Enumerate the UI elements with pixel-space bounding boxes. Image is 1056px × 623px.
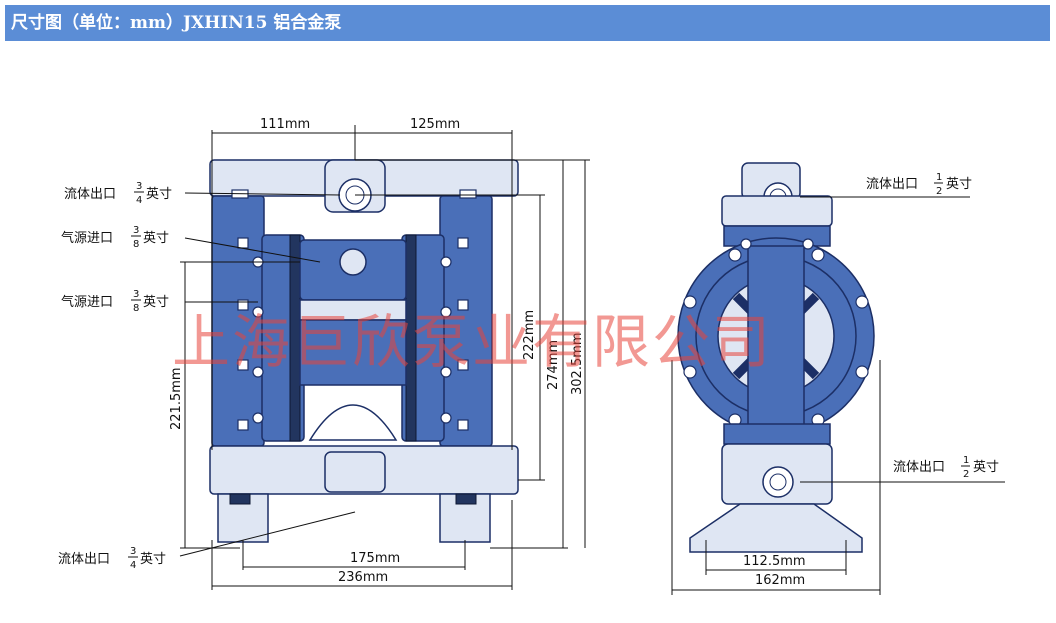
svg-text:3: 3 bbox=[136, 181, 142, 192]
svg-text:英寸: 英寸 bbox=[146, 187, 172, 202]
side-top-manifold bbox=[721, 195, 833, 227]
front-callouts: 流体出口 3 4 英寸 气源进口 3 8 英寸 气源进口 3 8 英寸 流体出口… bbox=[58, 181, 172, 571]
side-bottom-band bbox=[723, 423, 831, 445]
svg-text:2: 2 bbox=[936, 186, 942, 197]
dim-236: 236mm bbox=[338, 570, 388, 585]
dim-125: 125mm bbox=[410, 117, 460, 132]
svg-text:8: 8 bbox=[133, 239, 139, 250]
svg-text:3: 3 bbox=[130, 546, 136, 557]
svg-text:英寸: 英寸 bbox=[143, 231, 169, 246]
dim-175: 175mm bbox=[350, 551, 400, 566]
bottom-boss bbox=[324, 451, 386, 493]
side-bolts bbox=[683, 238, 869, 438]
front-view bbox=[209, 159, 519, 543]
dim-111: 111mm bbox=[260, 117, 310, 132]
dim-274: 274mm bbox=[546, 340, 561, 390]
svg-text:3: 3 bbox=[133, 289, 139, 300]
label-air-in-1: 气源进口 bbox=[61, 230, 113, 246]
page-title: 尺寸图（单位：mm）JXHIN15 铝合金泵 bbox=[5, 5, 1050, 41]
side-dimension-lines bbox=[671, 196, 1005, 595]
svg-text:2: 2 bbox=[963, 469, 969, 480]
side-view bbox=[677, 162, 875, 553]
label-fluid-out-top: 流体出口 bbox=[64, 187, 116, 202]
side-label-bottom: 流体出口 bbox=[893, 460, 945, 475]
side-center-column bbox=[747, 245, 805, 447]
svg-text:英寸: 英寸 bbox=[973, 460, 999, 475]
dim-112: 112.5mm bbox=[743, 554, 806, 569]
side-base bbox=[689, 503, 863, 553]
dim-221: 221.5mm bbox=[169, 367, 184, 430]
company-watermark: 上海巨欣泵业有限公司 bbox=[172, 308, 772, 376]
front-dimension-lines bbox=[179, 125, 590, 590]
svg-text:1: 1 bbox=[936, 172, 942, 183]
dim-162: 162mm bbox=[755, 573, 805, 588]
svg-text:1: 1 bbox=[963, 455, 969, 466]
center-arch bbox=[308, 404, 398, 441]
svg-text:4: 4 bbox=[130, 560, 136, 571]
svg-text:英寸: 英寸 bbox=[143, 295, 169, 310]
svg-text:4: 4 bbox=[136, 195, 142, 206]
dim-222: 222mm bbox=[522, 310, 537, 360]
side-label-top: 流体出口 bbox=[866, 177, 918, 192]
svg-text:英寸: 英寸 bbox=[946, 177, 972, 192]
side-texts: 流体出口 1 2 英寸 流体出口 1 2 英寸 112.5mm 162mm bbox=[743, 172, 999, 588]
label-air-in-2: 气源进口 bbox=[61, 294, 113, 310]
svg-text:3: 3 bbox=[133, 225, 139, 236]
dim-302: 302.5mm bbox=[570, 332, 585, 395]
label-fluid-out-bottom: 流体出口 bbox=[58, 552, 110, 567]
svg-text:8: 8 bbox=[133, 303, 139, 314]
air-inlet-port bbox=[339, 248, 367, 276]
center-lower bbox=[299, 319, 407, 386]
front-dim-texts: 111mm 125mm 175mm 236mm 222mm 274mm 302.… bbox=[169, 117, 585, 585]
svg-text:英寸: 英寸 bbox=[140, 552, 166, 567]
